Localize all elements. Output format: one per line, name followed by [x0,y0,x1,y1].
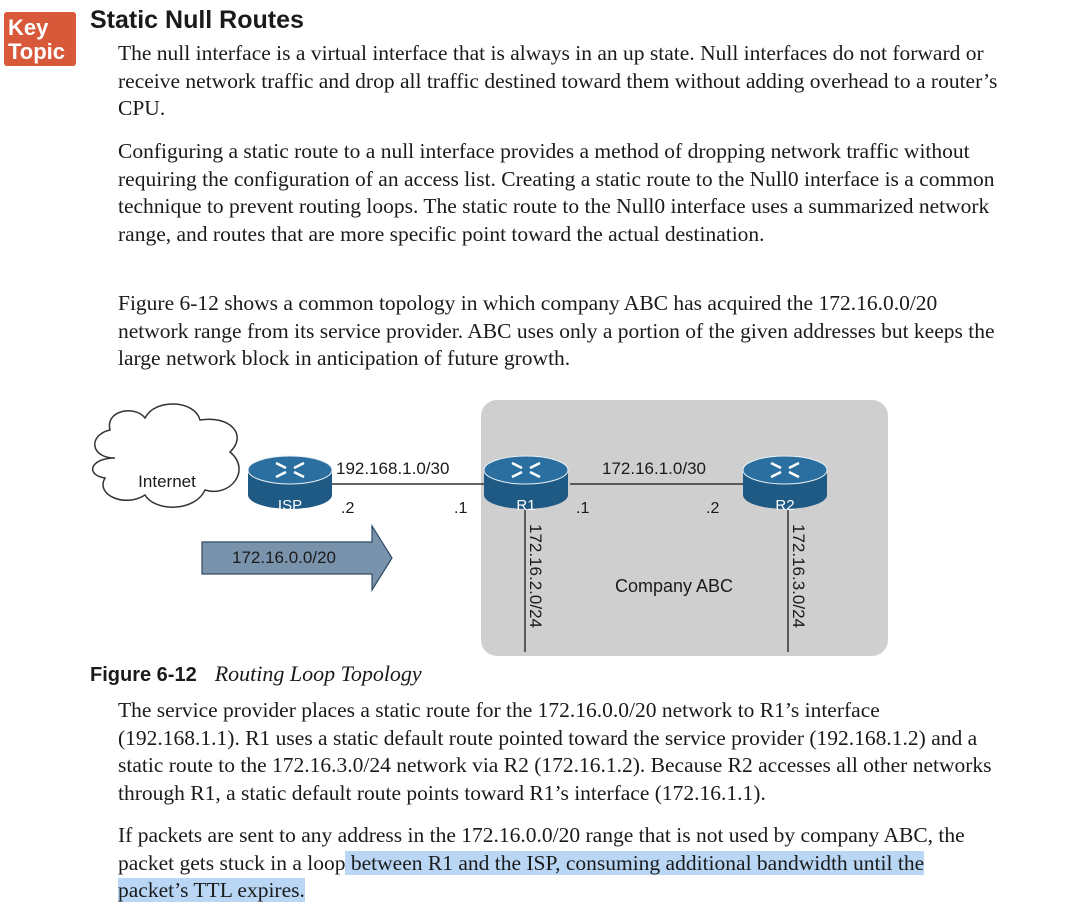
paragraph-5: If packets are sent to any address in th… [118,822,998,905]
figure-title: Routing Loop Topology [214,661,422,686]
figure-caption: Figure 6-12 Routing Loop Topology [90,660,422,689]
key-topic-badge: Key Topic [4,12,76,66]
company-abc-label: Company ABC [615,576,733,596]
routing-loop-topology-figure: Internet ISP R1 R2 192.168.1.0/30 .2 .1 … [92,400,888,656]
isp-router-icon [247,455,333,509]
link1-network-label: 192.168.1.0/30 [336,459,449,478]
isp-label: ISP [278,497,302,514]
advertised-route-arrow [201,523,393,593]
paragraph-4: The service provider places a static rou… [118,698,992,805]
r1-wan-interface-label: .1 [454,500,467,517]
internet-label: Internet [138,472,196,491]
r2-interface-label: .2 [706,500,719,517]
r2-lan-label: 172.16.3.0/24 [789,524,808,628]
r1-router-icon [483,455,569,509]
advertised-route-label: 172.16.0.0/20 [232,548,336,567]
paragraph-1: The null interface is a virtual interfac… [118,41,998,120]
r1-label: R1 [516,497,535,514]
isp-interface-label: .2 [341,500,354,517]
r2-router-icon [742,455,828,509]
link2-network-label: 172.16.1.0/30 [602,459,706,478]
internet-cloud-icon [92,403,240,508]
r1-lan-label: 172.16.2.0/24 [526,524,545,628]
key-topic-line1: Key [8,15,49,40]
r1-lan-side-interface-label: .1 [576,500,589,517]
r2-label: R2 [775,497,794,514]
paragraph-5-plain: If packets are sent to any address in th… [118,823,965,875]
paragraph-2: Configuring a static route to a null int… [118,139,995,246]
section-heading: Static Null Routes [90,6,304,34]
paragraph-3: Figure 6-12 shows a common topology in w… [118,291,995,370]
key-topic-line2: Topic [8,39,66,64]
figure-number: Figure 6-12 [90,664,197,686]
